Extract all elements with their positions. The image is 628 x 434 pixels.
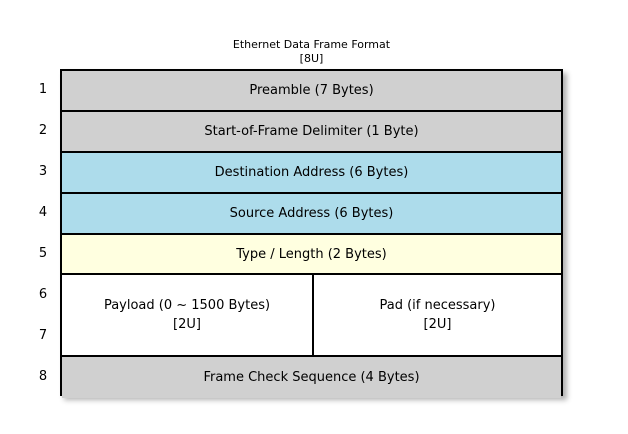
frame-field-type-length: Type / Length (2 Bytes) (62, 234, 561, 276)
frame-field-payload-pad-row: Payload (0 ~ 1500 Bytes) [2U] Pad (if ne… (62, 275, 561, 358)
frame-field-preamble: Preamble (7 Bytes) (62, 71, 561, 112)
frame-field-destination-address: Destination Address (6 Bytes) (62, 152, 561, 194)
row-index-4: 4 (38, 205, 48, 220)
diagram-title-block: Ethernet Data Frame Format [8U] (60, 38, 563, 66)
row-index-8: 8 (38, 369, 48, 384)
row-index-2: 2 (38, 123, 48, 138)
row-index-gutter: 1 2 3 4 5 6 7 8 (30, 69, 56, 396)
title-annotation: [8U] (299, 52, 324, 65)
frame-field-label: Type / Length (2 Bytes) (236, 246, 387, 262)
frame-field-start-of-frame-delimiter: Start-of-Frame Delimiter (1 Byte) (62, 111, 561, 153)
frame-field-source-address: Source Address (6 Bytes) (62, 193, 561, 235)
frame-field-pad: Pad (if necessary) [2U] (314, 275, 561, 355)
frame-field-frame-check-sequence: Frame Check Sequence (4 Bytes) (62, 357, 561, 399)
frame-field-label: Frame Check Sequence (4 Bytes) (203, 370, 420, 386)
frame-field-label: Source Address (6 Bytes) (229, 205, 394, 221)
row-index-7: 7 (38, 328, 48, 343)
frame-field-payload: Payload (0 ~ 1500 Bytes) [2U] (62, 275, 314, 356)
frame-field-annotation: [2U] (173, 317, 201, 333)
frame-format-table: Preamble (7 Bytes) Start-of-Frame Delimi… (60, 69, 563, 399)
page-title: Ethernet Data Frame Format (232, 38, 391, 51)
frame-field-label: Start-of-Frame Delimiter (1 Byte) (204, 123, 419, 139)
row-index-6: 6 (38, 287, 48, 302)
row-index-1: 1 (38, 82, 48, 97)
frame-field-label: Destination Address (6 Bytes) (214, 164, 409, 180)
frame-field-annotation: [2U] (423, 317, 452, 333)
row-index-3: 3 (38, 164, 48, 179)
frame-field-label: Payload (0 ~ 1500 Bytes) (103, 298, 271, 314)
frame-field-label: Pad (if necessary) (379, 298, 496, 314)
row-index-5: 5 (38, 246, 48, 261)
frame-field-label: Preamble (7 Bytes) (249, 82, 374, 98)
